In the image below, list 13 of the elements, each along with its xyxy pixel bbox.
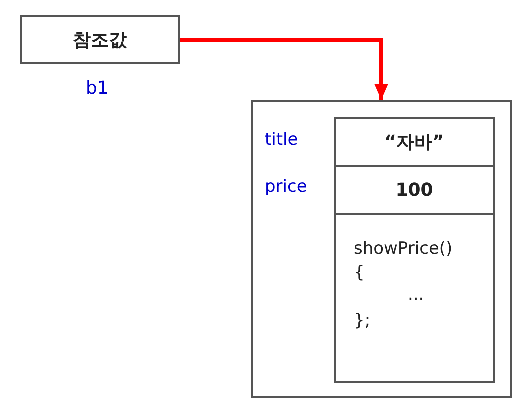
code-line: };	[354, 311, 371, 331]
field-name: price	[265, 177, 308, 197]
code-line: showPrice()	[354, 239, 453, 259]
arrow	[180, 38, 388, 100]
method-cell	[334, 213, 495, 383]
code-line: ...	[408, 285, 424, 305]
object-box	[251, 100, 512, 398]
code-line: {	[354, 263, 365, 283]
reference-box: 참조값	[20, 15, 180, 64]
field-name: title	[265, 130, 298, 150]
field-cell: “자바”	[334, 117, 495, 167]
variable-name: b1	[86, 78, 109, 99]
field-cell: 100	[334, 165, 495, 215]
